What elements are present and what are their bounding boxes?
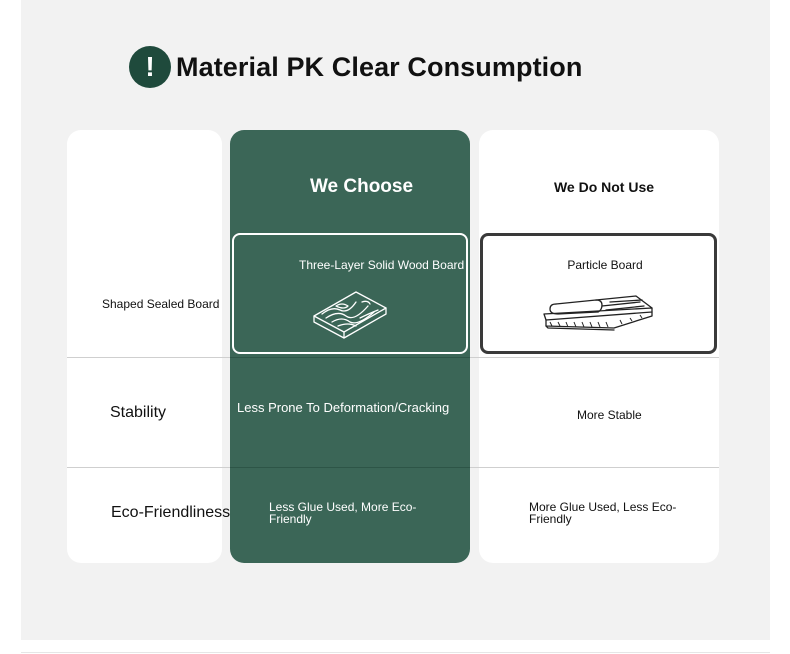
bottom-divider: [21, 652, 770, 653]
rejected-column: [479, 130, 719, 563]
row-label-eco: Eco-Friendliness: [111, 504, 231, 521]
chosen-eco-value: Less Glue Used, More Eco-Friendly: [269, 500, 417, 526]
chosen-material-name: Three-Layer Solid Wood Board: [299, 258, 465, 272]
row-label-material: Shaped Sealed Board: [102, 297, 220, 311]
rejected-stability-value: More Stable: [577, 408, 642, 422]
title-row: ! Material PK Clear Consumption: [129, 46, 582, 88]
page-title: Material PK Clear Consumption: [176, 51, 583, 82]
chosen-stability-value: Less Prone To Deformation/Cracking: [237, 400, 450, 415]
exclamation-icon: !: [129, 46, 171, 88]
rejected-material-card: [480, 233, 717, 354]
chosen-column: [230, 130, 470, 563]
row-divider: [230, 467, 470, 468]
rejected-column-heading: We Do Not Use: [553, 179, 655, 195]
chosen-material-card: [232, 233, 468, 354]
label-column: [67, 130, 222, 563]
rejected-material-name: Particle Board: [567, 258, 643, 272]
chosen-column-heading: We Choose: [309, 176, 414, 197]
row-label-stability: Stability: [110, 404, 167, 421]
rejected-eco-value: More Glue Used, Less Eco-Friendly: [529, 500, 677, 526]
row-divider: [230, 357, 470, 358]
particle-board-icon: [543, 295, 653, 331]
solid-wood-board-icon: [313, 291, 387, 339]
